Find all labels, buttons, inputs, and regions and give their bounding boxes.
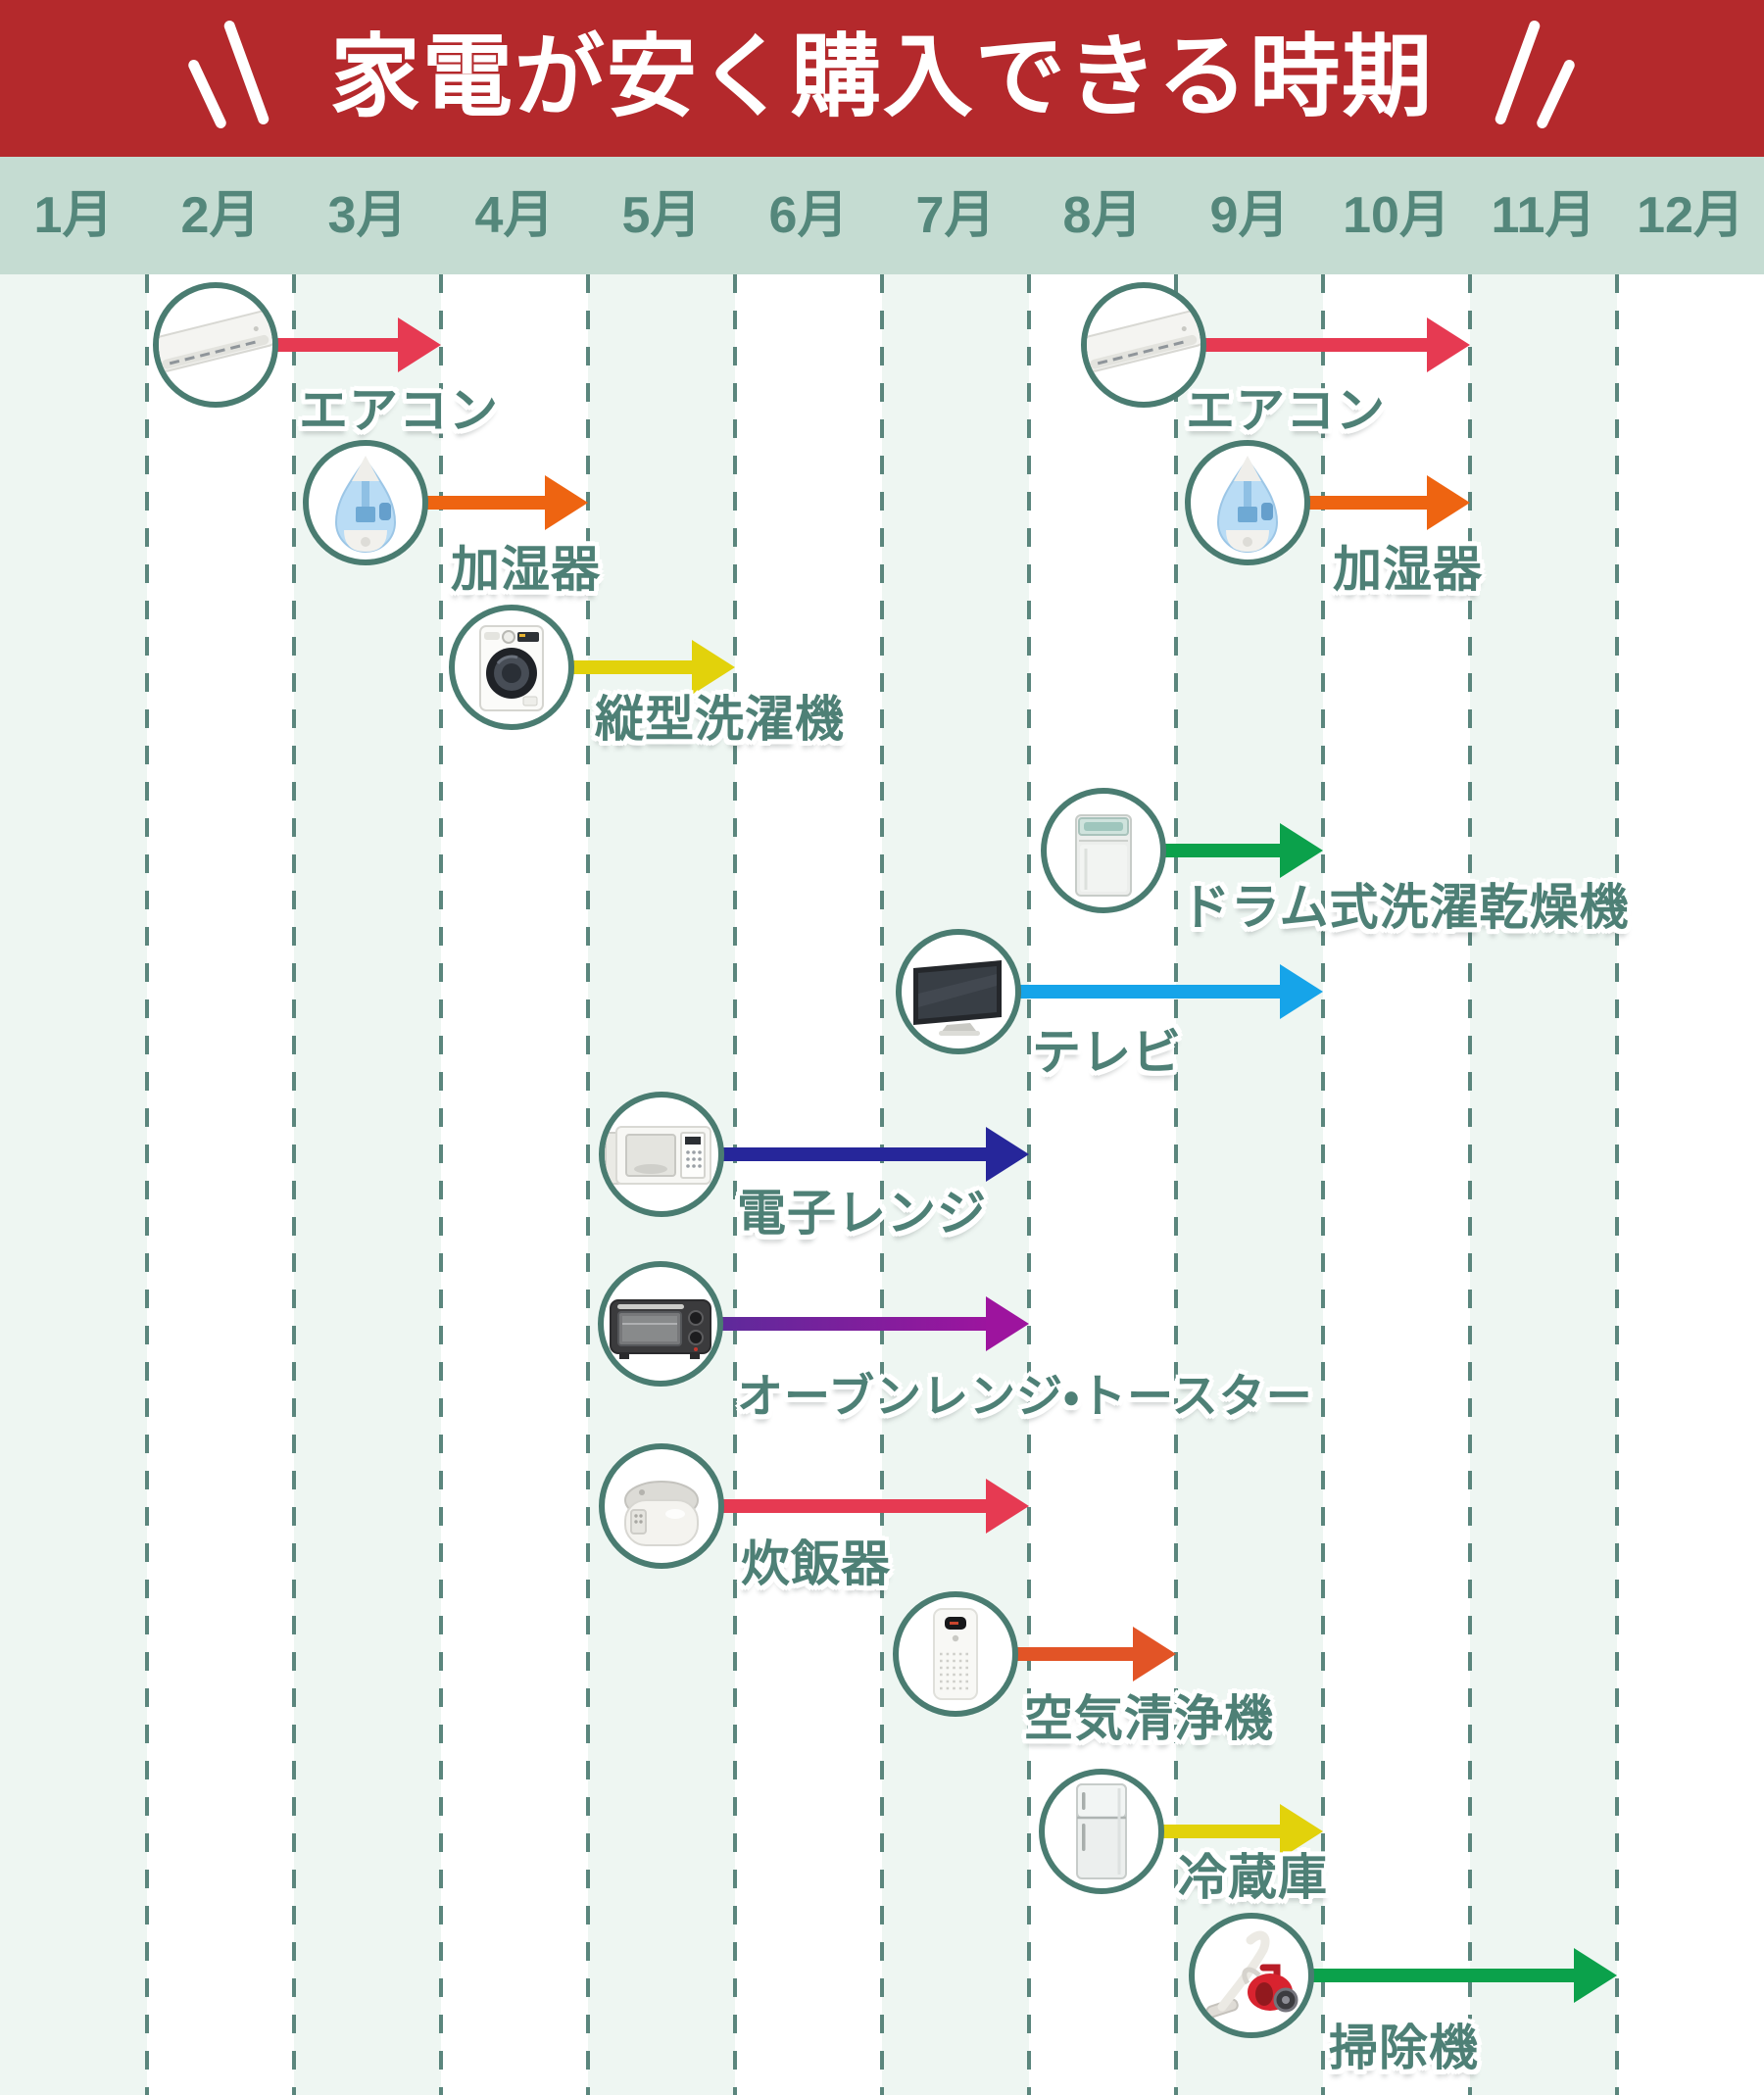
refrigerator-icon — [1039, 1769, 1164, 1894]
item-label: エアコン — [299, 383, 499, 438]
period-arrow-head — [545, 475, 588, 530]
period-arrow-shaft — [721, 1317, 992, 1331]
air-purifier-icon — [893, 1591, 1018, 1717]
period-arrow-shaft — [1308, 496, 1433, 510]
period-arrow-shaft — [1312, 1969, 1580, 1982]
vacuum-cleaner-icon — [1189, 1913, 1314, 2038]
period-arrow-head — [1427, 475, 1470, 530]
month-header-row: 1月 2月 3月 4月 5月 6月 7月 8月 9月 10月 11月 12月 — [0, 157, 1764, 274]
page-title: 家電が安く購入できる時期 — [329, 27, 1435, 127]
month-label: 2月 — [180, 187, 261, 244]
item-label: 空気清浄機 — [1024, 1691, 1274, 1746]
period-arrow-head — [1133, 1627, 1176, 1681]
item-label: エアコン — [1186, 383, 1386, 438]
washing-machine-icon — [449, 605, 574, 730]
title-banner: 家電が安く購入できる時期 — [0, 0, 1764, 157]
month-label: 5月 — [621, 187, 702, 244]
item-label: 電子レンジ — [737, 1186, 987, 1241]
month-gridline — [145, 274, 149, 2095]
month-label: 10月 — [1343, 187, 1450, 244]
item-label: オーブンレンジ・トースター — [737, 1370, 1313, 1422]
month-label: 9月 — [1209, 187, 1290, 244]
month-label: 7月 — [915, 187, 996, 244]
period-arrow-shaft — [1016, 1647, 1139, 1661]
period-arrow-head — [692, 640, 735, 695]
month-label: 1月 — [33, 187, 114, 244]
item-label: 冷蔵庫 — [1178, 1850, 1328, 1905]
month-label: 11月 — [1491, 187, 1596, 244]
period-arrow-shaft — [426, 496, 551, 510]
month-label: 4月 — [474, 187, 555, 244]
air-conditioner-icon — [153, 282, 278, 408]
humidifier-icon — [303, 440, 428, 565]
humidifier-icon — [1185, 440, 1310, 565]
toaster-oven-icon — [598, 1261, 723, 1387]
period-arrow-head — [986, 1479, 1029, 1534]
microwave-icon — [599, 1092, 724, 1217]
period-arrow-head — [986, 1127, 1029, 1182]
tv-icon — [896, 929, 1021, 1054]
item-label: ドラム式洗濯乾燥機 — [1181, 880, 1630, 935]
month-gridline — [1174, 274, 1178, 2095]
month-label: 8月 — [1062, 187, 1143, 244]
month-gridline — [1468, 274, 1472, 2095]
rice-cooker-icon — [599, 1443, 724, 1569]
period-arrow-shaft — [572, 660, 698, 674]
period-arrow-shaft — [1164, 844, 1286, 857]
period-arrow-shaft — [1162, 1825, 1286, 1838]
month-gridline — [880, 274, 884, 2095]
month-gridline — [292, 274, 296, 2095]
period-arrow-shaft — [1019, 985, 1286, 999]
month-label: 3月 — [327, 187, 408, 244]
item-label: 掃除機 — [1329, 2021, 1479, 2075]
washer-dryer-icon — [1041, 788, 1166, 913]
period-arrow-head — [1574, 1948, 1617, 2003]
period-arrow-shaft — [1204, 338, 1433, 352]
timeline-chart: エアコン エアコン加湿器 加湿器縦型洗濯機ドラム式洗濯乾燥機テレビ電子レンジオーブン… — [0, 274, 1764, 2095]
item-label: 縦型洗濯機 — [595, 692, 845, 747]
month-gridline — [1615, 274, 1619, 2095]
item-label: 加湿器 — [1333, 542, 1483, 597]
month-gridline — [586, 274, 590, 2095]
period-arrow-head — [1427, 317, 1470, 372]
period-arrow-shaft — [722, 1147, 992, 1161]
month-label: 6月 — [768, 187, 849, 244]
month-gridline — [733, 274, 737, 2095]
period-arrow-head — [1280, 1804, 1323, 1859]
item-label: 加湿器 — [451, 542, 601, 597]
period-arrow-head — [986, 1296, 1029, 1351]
month-gridline — [1321, 274, 1325, 2095]
period-arrow-shaft — [722, 1499, 992, 1513]
item-label: テレビ — [1032, 1025, 1182, 1080]
air-conditioner-icon — [1081, 282, 1206, 408]
period-arrow-shaft — [276, 338, 404, 352]
period-arrow-head — [1280, 823, 1323, 878]
period-arrow-head — [1280, 964, 1323, 1019]
item-label: 炊飯器 — [741, 1536, 891, 1591]
month-gridline — [439, 274, 443, 2095]
month-label: 12月 — [1637, 187, 1744, 244]
period-arrow-head — [398, 317, 441, 372]
month-gridline — [1027, 274, 1031, 2095]
